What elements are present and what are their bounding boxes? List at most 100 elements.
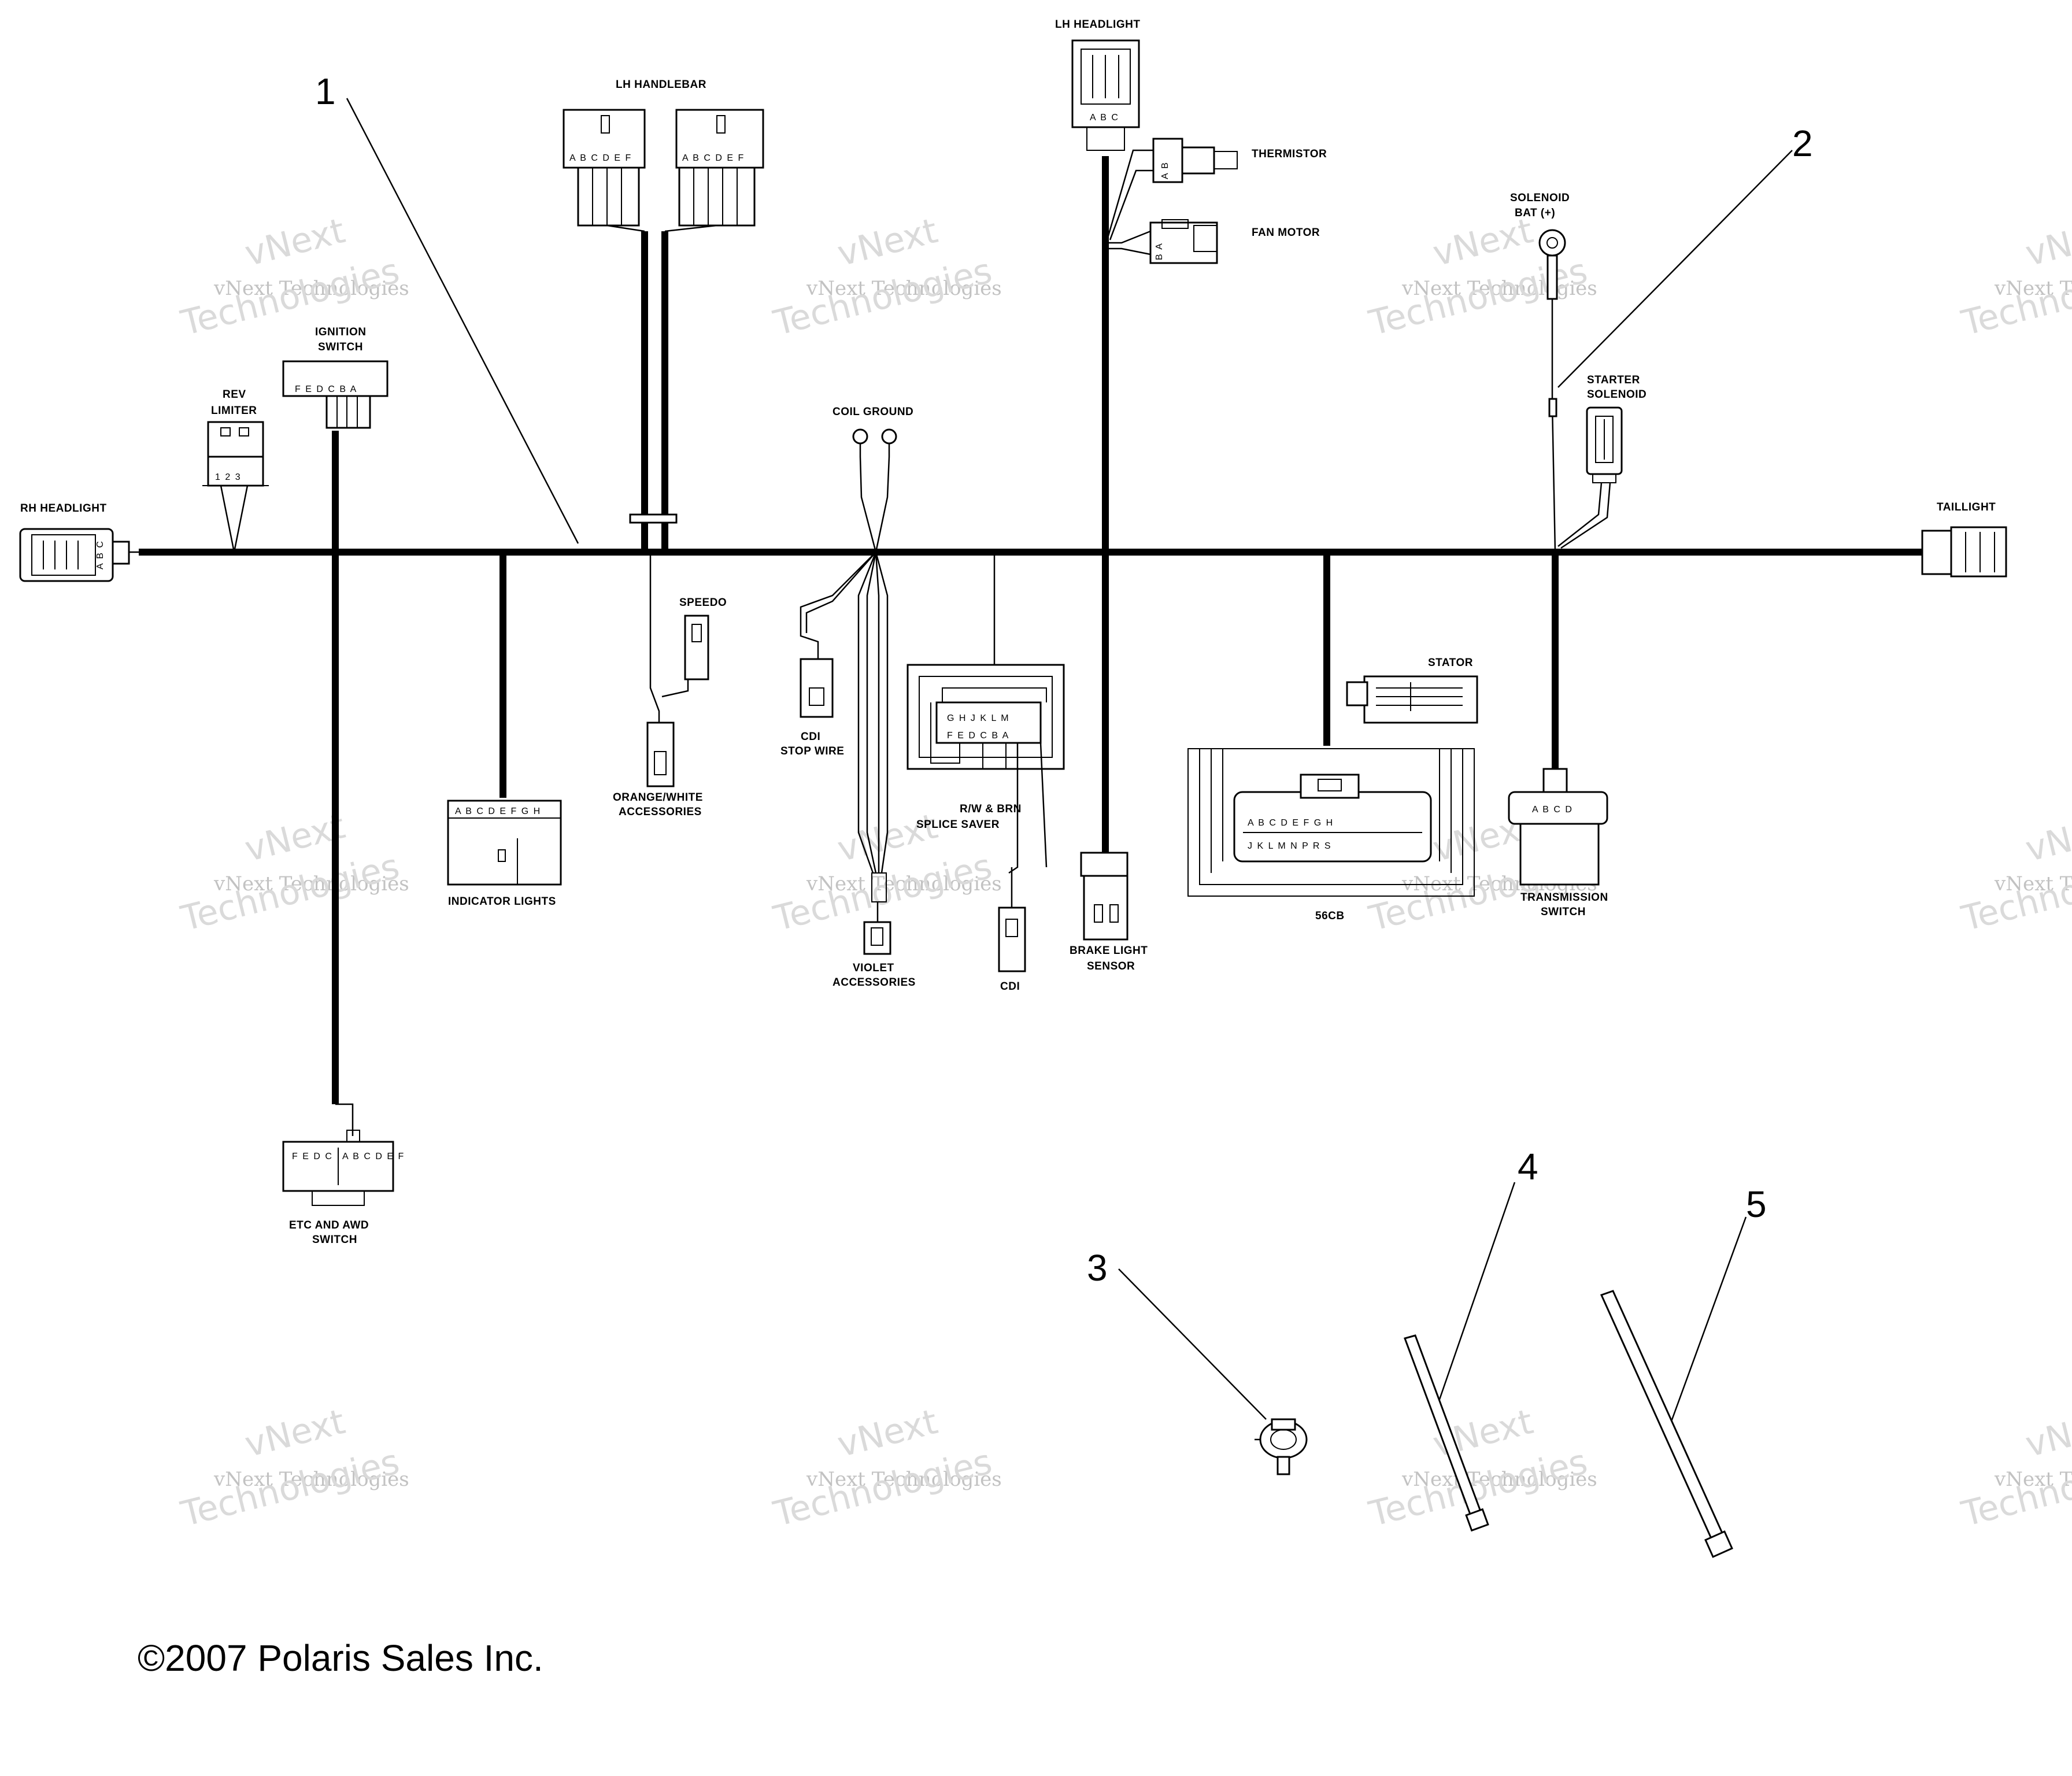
svg-text:vNext Technologies: vNext Technologies <box>1994 277 2072 300</box>
speedo-connector[interactable] <box>684 615 709 680</box>
svg-text:A B: A B <box>1160 161 1170 179</box>
callout-3-leader <box>1118 1268 1267 1420</box>
item-5-cable-tie[interactable] <box>1600 1290 1733 1558</box>
taillight-connector[interactable] <box>1921 526 2007 578</box>
label-etc-awd-1: ETC AND AWD <box>289 1219 369 1231</box>
cdi-stop-wire <box>800 552 876 659</box>
inline-fuse <box>1548 398 1557 417</box>
lh-headlight-connector[interactable]: A B C <box>1071 39 1140 151</box>
orange-white-connector[interactable] <box>646 722 675 787</box>
label-ignition-switch-2: SWITCH <box>318 341 363 353</box>
svg-text:vNext Technologies: vNext Technologies <box>1994 1468 2072 1491</box>
callout-5-leader <box>1667 1216 1747 1431</box>
svg-text:vNext: vNext <box>241 1401 349 1465</box>
item-3-clip[interactable] <box>1255 1418 1308 1475</box>
label-splice-saver-2: SPLICE SAVER <box>916 819 1000 831</box>
label-rev-limiter-2: LIMITER <box>211 405 257 417</box>
label-solenoid-1: SOLENOID <box>1510 192 1570 204</box>
svg-text:B A: B A <box>1155 242 1164 260</box>
label-starter-2: SOLENOID <box>1587 388 1646 401</box>
svg-text:F E D C: F E D C <box>292 1152 333 1161</box>
thermistor-wires <box>1106 149 1153 240</box>
svg-text:vNext Technologies: vNext Technologies <box>213 277 409 300</box>
lh-handlebar-right-connector[interactable]: A B C D E F <box>675 109 764 227</box>
svg-text:Technologies: Technologies <box>769 1441 996 1534</box>
cdi-connector[interactable] <box>998 906 1026 972</box>
label-coil-ground: COIL GROUND <box>832 406 913 418</box>
label-orange-white-1: ORANGE/WHITE <box>613 791 703 804</box>
thermistor-connector[interactable]: A B <box>1152 138 1238 183</box>
svg-text:A B C D E F: A B C D E F <box>342 1152 405 1161</box>
svg-text:A B C D E F G H: A B C D E F G H <box>455 806 541 816</box>
svg-text:vNext: vNext <box>834 210 942 274</box>
label-ecu: 56CB <box>1315 910 1345 922</box>
violet-wires <box>857 552 889 874</box>
svg-text:Technologies: Technologies <box>177 1441 404 1534</box>
svg-text:vNext: vNext <box>2022 806 2072 870</box>
svg-text:F E D C B A: F E D C B A <box>947 731 1009 741</box>
coil-ground-terminals[interactable] <box>852 428 897 457</box>
svg-text:vNext: vNext <box>241 210 349 274</box>
ignition-switch-connector[interactable]: F E D C B A <box>282 360 388 429</box>
watermark: vNext vNext Technologies Technologies <box>177 210 409 344</box>
cdi-stop-wire-connector[interactable] <box>800 658 834 718</box>
copyright-notice: ©2007 Polaris Sales Inc. <box>138 1637 543 1679</box>
label-splice-saver-1: R/W & BRN <box>960 803 1022 815</box>
ecu-connector[interactable]: A B C D E F G H J K L M N P R S <box>1187 748 1475 897</box>
fan-motor-wires <box>1107 230 1151 256</box>
brake-light-sensor-connector[interactable] <box>1080 852 1128 941</box>
callout-1: 1 <box>315 71 336 112</box>
violet-accessories-connector[interactable] <box>863 872 891 955</box>
label-brake-light-2: SENSOR <box>1087 960 1135 972</box>
svg-text:vNext Technologies: vNext Technologies <box>806 1468 1002 1491</box>
label-lh-handlebar: LH HANDLEBAR <box>616 79 706 91</box>
svg-text:Technologies: Technologies <box>177 846 404 939</box>
watermark: vNext vNext Technologies Technologies <box>1958 806 2072 939</box>
label-starter-1: STARTER <box>1587 374 1640 386</box>
label-violet-2: ACCESSORIES <box>832 976 916 989</box>
callout-2-leader <box>1557 150 1793 388</box>
item-4-cable-tie[interactable] <box>1404 1334 1489 1532</box>
callout-3: 3 <box>1087 1247 1108 1289</box>
solenoid-bat-wire <box>1551 299 1556 553</box>
svg-text:vNext Technologies: vNext Technologies <box>213 872 409 896</box>
svg-text:vNext: vNext <box>2022 1401 2072 1465</box>
etc-awd-switch-connector[interactable]: F E D C A B C D E F <box>282 1130 405 1206</box>
watermark: vNext vNext Technologies Technologies <box>769 210 1002 344</box>
svg-text:vNext: vNext <box>2022 210 2072 274</box>
label-indicator-lights: INDICATOR LIGHTS <box>448 896 556 908</box>
svg-text:A B C D E F: A B C D E F <box>682 153 745 163</box>
svg-text:A B C: A B C <box>1090 113 1119 123</box>
harness-clamp <box>629 513 678 524</box>
fan-motor-connector[interactable]: B A <box>1149 219 1218 264</box>
label-speedo: SPEEDO <box>679 597 727 609</box>
starter-solenoid-wire <box>1557 482 1611 549</box>
indicator-lights-connector[interactable]: A B C D E F G H <box>447 800 562 886</box>
callout-2: 2 <box>1792 123 1813 164</box>
rev-limiter-connector[interactable]: 1 2 3 <box>202 421 269 487</box>
watermark: vNext vNext Technologies Technologies <box>1958 1401 2072 1535</box>
svg-text:F E D C B A: F E D C B A <box>295 384 357 394</box>
label-ignition-switch-1: IGNITION <box>315 326 366 338</box>
label-transmission-1: TRANSMISSION <box>1520 891 1608 904</box>
callout-4: 4 <box>1518 1146 1538 1187</box>
stator-connector[interactable] <box>1346 675 1478 724</box>
callout-4-leader <box>1435 1182 1516 1408</box>
lh-handlebar-left-connector[interactable]: A B C D E F <box>563 109 646 227</box>
rh-headlight-connector[interactable]: A B C <box>19 528 130 582</box>
label-etc-awd-2: SWITCH <box>312 1234 357 1246</box>
label-violet-1: VIOLET <box>853 962 894 974</box>
watermark: vNext vNext Technologies Technologies <box>769 1401 1002 1535</box>
svg-text:vNext Technologies: vNext Technologies <box>1401 1468 1597 1491</box>
coil-ground-wires <box>859 456 890 553</box>
handlebar-wires <box>606 224 717 232</box>
starter-solenoid-connector[interactable] <box>1586 406 1623 483</box>
label-thermistor: THERMISTOR <box>1252 148 1327 160</box>
label-rev-limiter-1: REV <box>223 388 246 401</box>
solenoid-bat-terminal[interactable] <box>1538 229 1566 300</box>
svg-text:1 2 3: 1 2 3 <box>215 472 242 482</box>
svg-text:G H J K L M: G H J K L M <box>947 713 1010 723</box>
transmission-switch-connector[interactable]: A B C D <box>1508 768 1608 886</box>
splice-saver-connector[interactable]: G H J K L M F E D C B A <box>906 664 1065 770</box>
